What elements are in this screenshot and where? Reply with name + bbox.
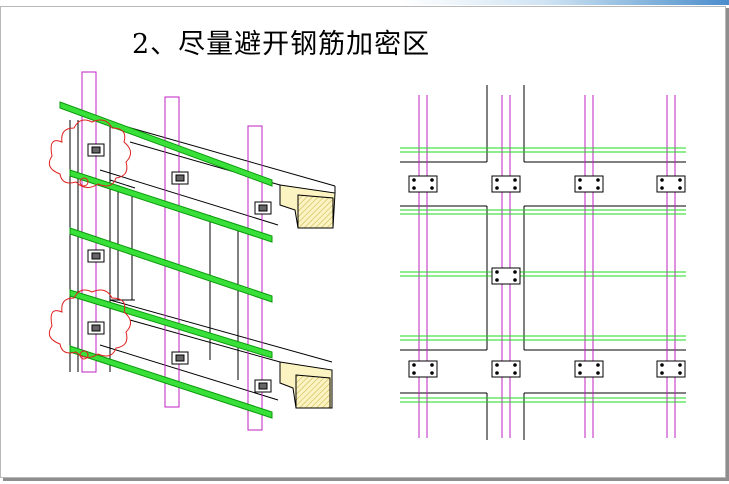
plan-wall-outlines [400,85,686,440]
plate [656,175,686,193]
plate [574,175,604,193]
slide-shadow-right [726,8,729,480]
plate [491,175,521,193]
slide-title: 2、尽量避开钢筋加密区 [132,29,431,60]
revision-clouds [48,119,131,360]
slide-frame [0,6,726,478]
plate [491,360,521,378]
upper-beam [99,121,336,229]
plate [491,267,521,285]
plate [408,175,438,193]
connectors [87,143,272,393]
vertical-columns-magenta [81,71,263,431]
plan-horizontal-green [400,147,686,403]
slide-shadow-bottom [3,478,729,481]
top-accent-band [0,0,729,5]
isometric-formwork-drawing [48,71,336,431]
plan-layout-drawing [400,85,686,440]
green-rebars [59,101,273,419]
plate [574,360,604,378]
plate [408,360,438,378]
plan-anchor-plates [408,175,686,378]
plate [656,360,686,378]
plan-vertical-magenta [418,95,676,438]
